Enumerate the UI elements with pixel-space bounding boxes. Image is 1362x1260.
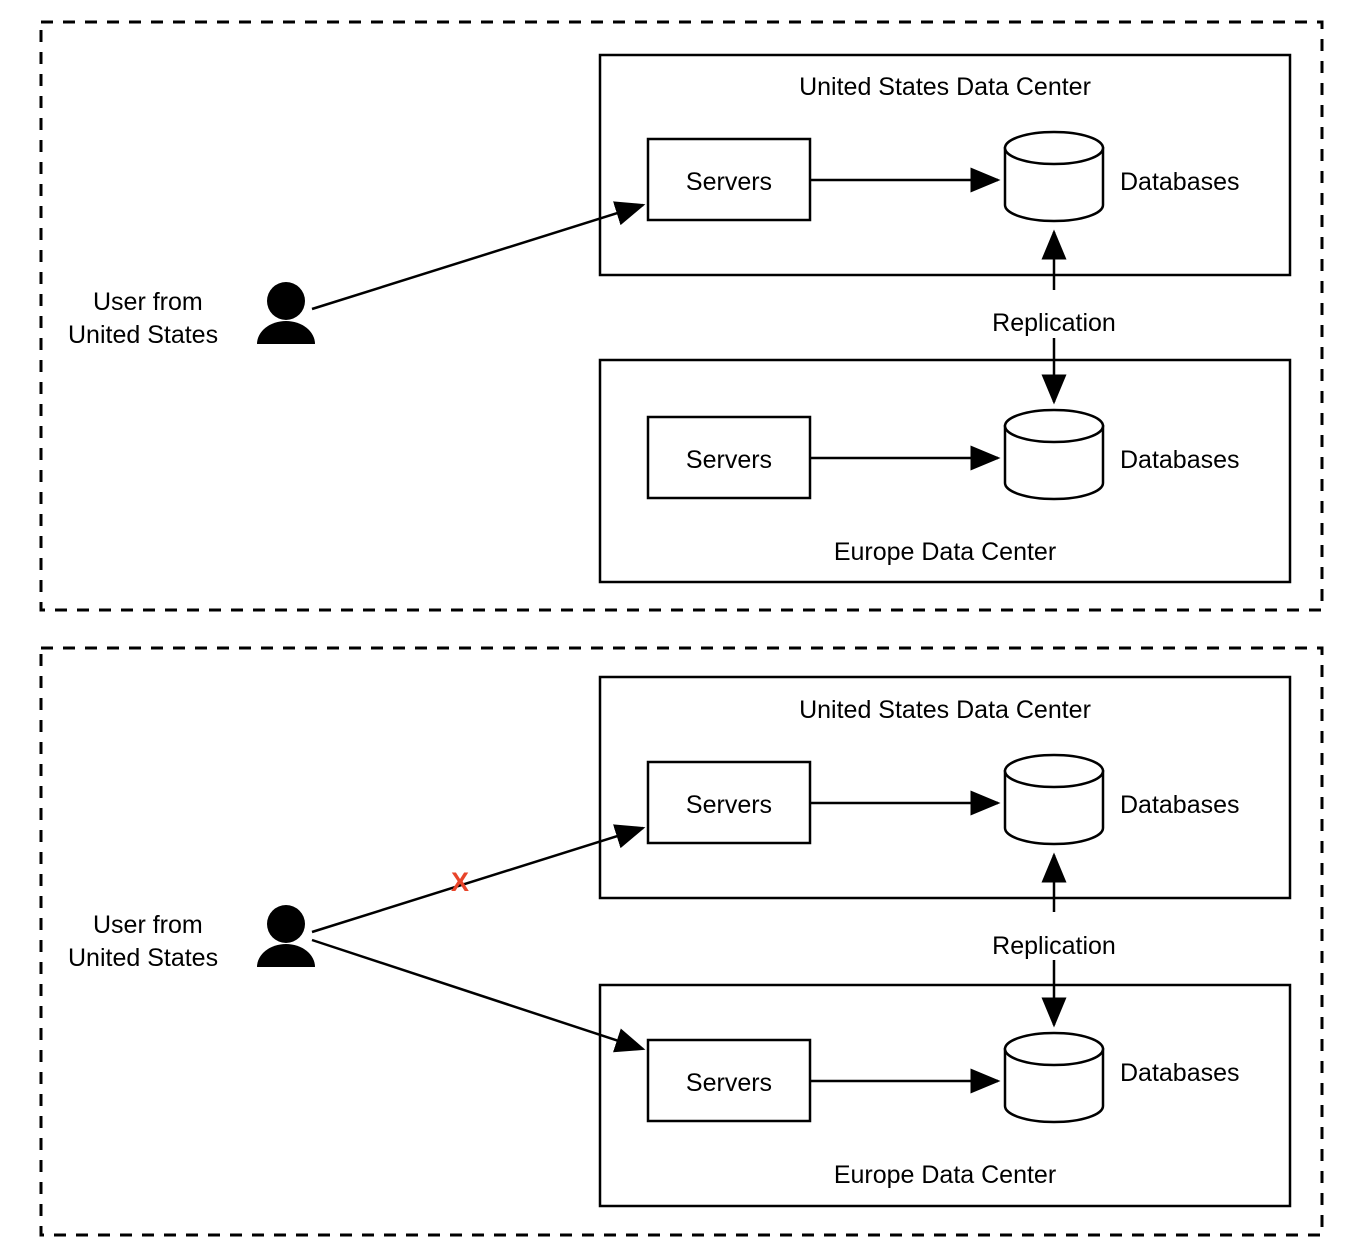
user-label-line1: User from — [93, 911, 203, 939]
database-label: Databases — [1120, 791, 1240, 819]
data-center-title: United States Data Center — [799, 696, 1091, 724]
panel-dashed-border — [39, 646, 1324, 1237]
europe-data-center-top: Europe Data Center Servers Databases — [598, 358, 1292, 584]
panel-multi-region-write: United States Data Center Servers Databa… — [39, 646, 1324, 1237]
servers-box — [646, 415, 812, 500]
replication-label: Replication — [992, 309, 1116, 337]
user-from-united-states: User from United States — [68, 282, 315, 349]
us-data-center-top: United States Data Center Servers Databa… — [598, 53, 1292, 277]
replication-label: Replication — [992, 932, 1116, 960]
edge-user-to-us-servers — [311, 201, 646, 311]
data-center-title: Europe Data Center — [834, 538, 1056, 566]
servers-label: Servers — [686, 791, 772, 819]
servers-label: Servers — [686, 168, 772, 196]
edge-user-to-us-servers — [311, 824, 646, 934]
database-label: Databases — [1120, 446, 1240, 474]
panel-dashed-border — [39, 20, 1324, 612]
x-marker: X — [451, 867, 469, 897]
person-icon — [257, 905, 315, 967]
person-icon — [257, 282, 315, 344]
servers-box — [646, 137, 812, 222]
data-center-title: United States Data Center — [799, 73, 1091, 101]
database-cylinder — [1003, 130, 1105, 223]
servers-label: Servers — [686, 1069, 772, 1097]
user-label-line2: United States — [68, 944, 218, 972]
user-from-united-states: User from United States — [68, 905, 315, 972]
europe-data-center-bottom: Europe Data Center Servers Databases — [598, 983, 1292, 1208]
database-cylinder — [1003, 753, 1105, 846]
data-center-title: Europe Data Center — [834, 1161, 1056, 1189]
database-cylinder — [1003, 408, 1105, 501]
us-data-center-bottom: United States Data Center Servers Databa… — [598, 675, 1292, 900]
servers-label: Servers — [686, 446, 772, 474]
database-cylinder — [1003, 1031, 1105, 1124]
database-label: Databases — [1120, 1059, 1240, 1087]
database-label: Databases — [1120, 168, 1240, 196]
edge-user-to-europe-servers — [311, 938, 646, 1053]
servers-box — [646, 760, 812, 845]
user-label-line1: User from — [93, 288, 203, 316]
user-label-line2: United States — [68, 321, 218, 349]
panel-single-region-write: United States Data Center Servers Databa… — [39, 20, 1324, 612]
